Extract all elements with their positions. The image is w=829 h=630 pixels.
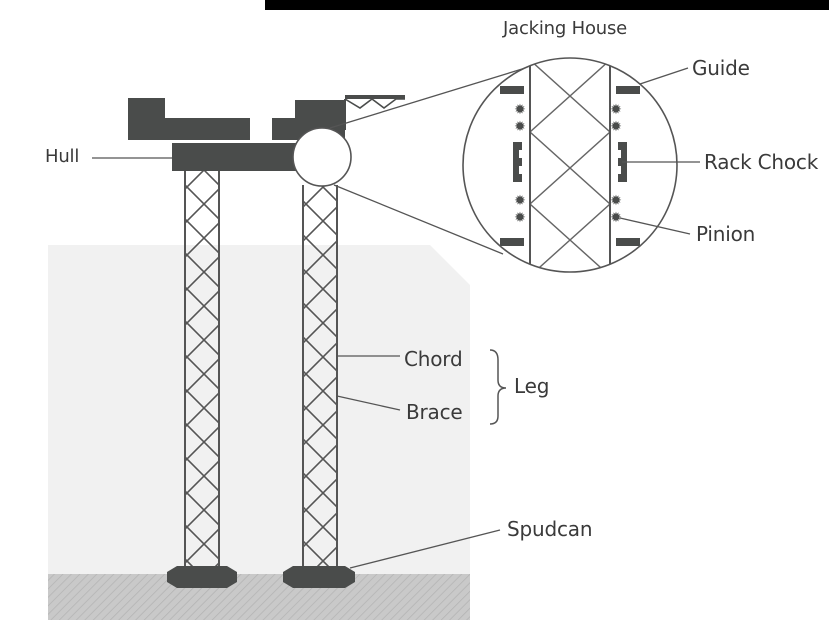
svg-text:✹: ✹ — [610, 119, 622, 135]
zoom-line-bottom — [333, 184, 504, 255]
chord-label: Chord — [404, 347, 463, 371]
spudcan-leader — [349, 529, 501, 569]
leg-bracket — [489, 349, 507, 425]
zoom-line-top — [329, 61, 546, 129]
left-leg — [184, 170, 220, 572]
svg-text:✹: ✹ — [514, 102, 526, 118]
svg-text:✹: ✹ — [514, 193, 526, 209]
svg-text:✹: ✹ — [610, 210, 622, 226]
seabed — [48, 574, 470, 620]
top-black-bar — [265, 0, 829, 10]
svg-text:✹: ✹ — [610, 102, 622, 118]
water-area — [48, 245, 470, 620]
pinion-label: Pinion — [696, 222, 756, 246]
right-leg — [302, 185, 338, 572]
jacking-house-label: Jacking House — [503, 18, 628, 39]
right-spudcan — [283, 566, 355, 588]
svg-text:✹: ✹ — [514, 119, 526, 135]
svg-text:✹: ✹ — [610, 193, 622, 209]
brace-label: Brace — [406, 400, 463, 424]
guide-leader — [639, 67, 689, 85]
spudcan-label: Spudcan — [507, 517, 593, 541]
svg-text:✹: ✹ — [514, 210, 526, 226]
rack-chock-label: Rack Chock — [704, 150, 819, 174]
hull-structure — [128, 95, 405, 171]
brace-leader — [336, 395, 401, 411]
leg-label: Leg — [514, 374, 550, 398]
pinion-leader — [619, 217, 691, 235]
hull-label: Hull — [45, 146, 80, 167]
guide-label: Guide — [692, 56, 750, 80]
left-spudcan — [167, 566, 237, 588]
jacking-house-marker — [292, 127, 352, 187]
